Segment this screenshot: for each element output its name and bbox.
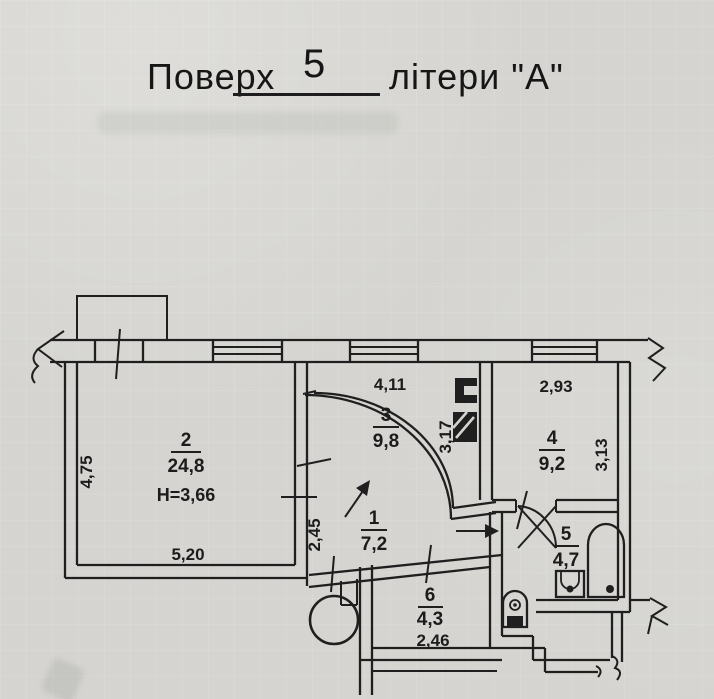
title-floor-word: Поверх xyxy=(147,56,276,97)
top-exterior-wall xyxy=(50,338,648,364)
wall-break-icon xyxy=(647,337,667,382)
sink-icon xyxy=(554,569,586,599)
window-icon xyxy=(213,346,282,355)
door-swing-icon xyxy=(517,505,558,549)
room4-label: 2,93 4 9,2 xyxy=(539,377,573,475)
room-number: 4 xyxy=(547,428,558,449)
room-number: 3 xyxy=(381,405,392,426)
room2-walls xyxy=(63,362,317,586)
balcony-door-tick xyxy=(115,328,121,380)
room-number: 6 xyxy=(425,585,436,606)
title-letter-word: літери "А" xyxy=(389,56,564,97)
room3-room4-wall xyxy=(478,362,494,500)
room3-label: 4,11 3 9,8 xyxy=(373,375,406,452)
room-number: 5 xyxy=(561,524,572,545)
dim-room1-left: 2,45 xyxy=(305,518,324,551)
dim-room3-top: 4,11 xyxy=(374,375,406,394)
vent-shaft-icon xyxy=(455,378,477,403)
floor-number-underline xyxy=(233,93,380,96)
dim-room2-left: 4,75 xyxy=(77,455,96,488)
room5-label: 5 4,7 xyxy=(553,524,579,571)
dim-room4-top: 2,93 xyxy=(539,377,572,396)
room-area: 4,7 xyxy=(553,550,579,571)
balcony-outline xyxy=(76,295,168,341)
column-icon xyxy=(308,594,360,646)
wall-break-icon xyxy=(647,597,669,635)
title-floor-number: 5 xyxy=(303,42,326,86)
room-number: 1 xyxy=(369,508,380,529)
faint-stamp xyxy=(98,112,398,134)
room-area: 7,2 xyxy=(361,534,387,555)
dim-room4-right: 3,13 xyxy=(592,438,611,471)
room6-walls xyxy=(308,544,503,695)
wall-break-icon xyxy=(595,655,621,681)
toilet-icon xyxy=(501,589,529,629)
bathtub-icon xyxy=(586,522,626,599)
room-area: 9,8 xyxy=(373,431,399,452)
room-area: 4,3 xyxy=(417,609,443,630)
room6-label: 6 4,3 2,46 xyxy=(416,585,449,650)
room-area: 9,2 xyxy=(539,454,565,475)
room-height-note: H=3,66 xyxy=(157,485,216,505)
entrance-arrow-icon xyxy=(344,480,370,518)
dim-room6-bottom: 2,46 xyxy=(416,631,449,650)
room4-walls xyxy=(492,362,632,612)
dim-room3-right: 3,17 xyxy=(436,420,455,453)
room-number: 2 xyxy=(181,430,192,451)
room2-label: 2 24,8 H=3,66 xyxy=(157,430,216,505)
dim-room2-bottom: 5,20 xyxy=(171,545,204,564)
window-icon xyxy=(350,346,418,355)
wall-break-icon xyxy=(31,330,65,384)
curved-wall xyxy=(296,390,497,521)
room1-label: 1 7,2 xyxy=(361,508,387,555)
room-area: 24,8 xyxy=(168,456,205,477)
entrance-arrow-icon xyxy=(456,524,499,538)
vent-shaft-hatched-icon xyxy=(452,411,477,442)
window-icon xyxy=(532,346,597,355)
